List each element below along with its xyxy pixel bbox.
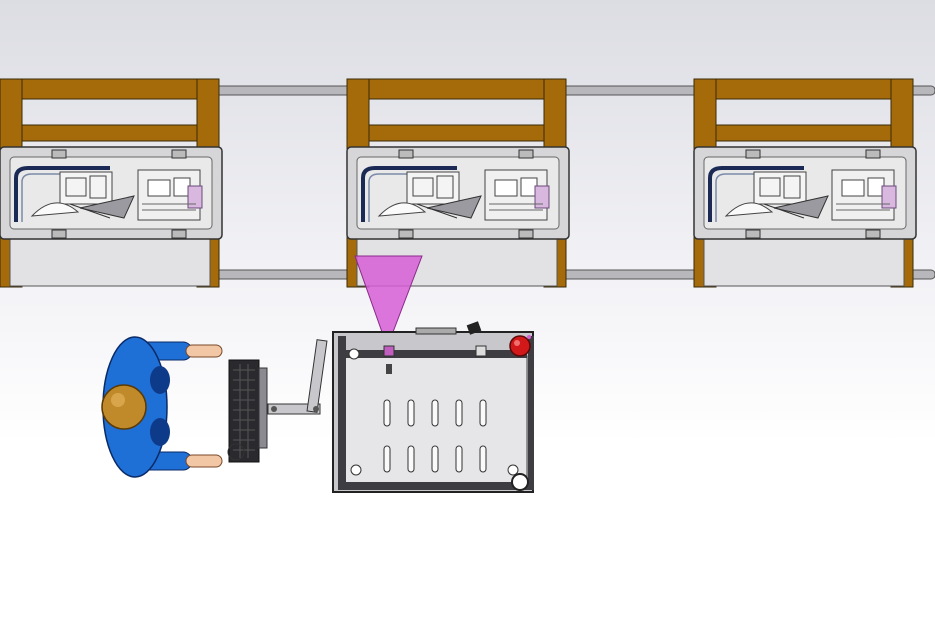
emergency-stop-icon	[509, 335, 531, 357]
person-topdown-icon	[101, 336, 223, 478]
monitor-arm	[267, 339, 328, 415]
keyboard-icon	[227, 359, 268, 463]
station-3	[692, 77, 918, 289]
station-1	[0, 77, 224, 289]
camera-field-of-view	[354, 255, 423, 333]
control-cart	[332, 321, 534, 493]
